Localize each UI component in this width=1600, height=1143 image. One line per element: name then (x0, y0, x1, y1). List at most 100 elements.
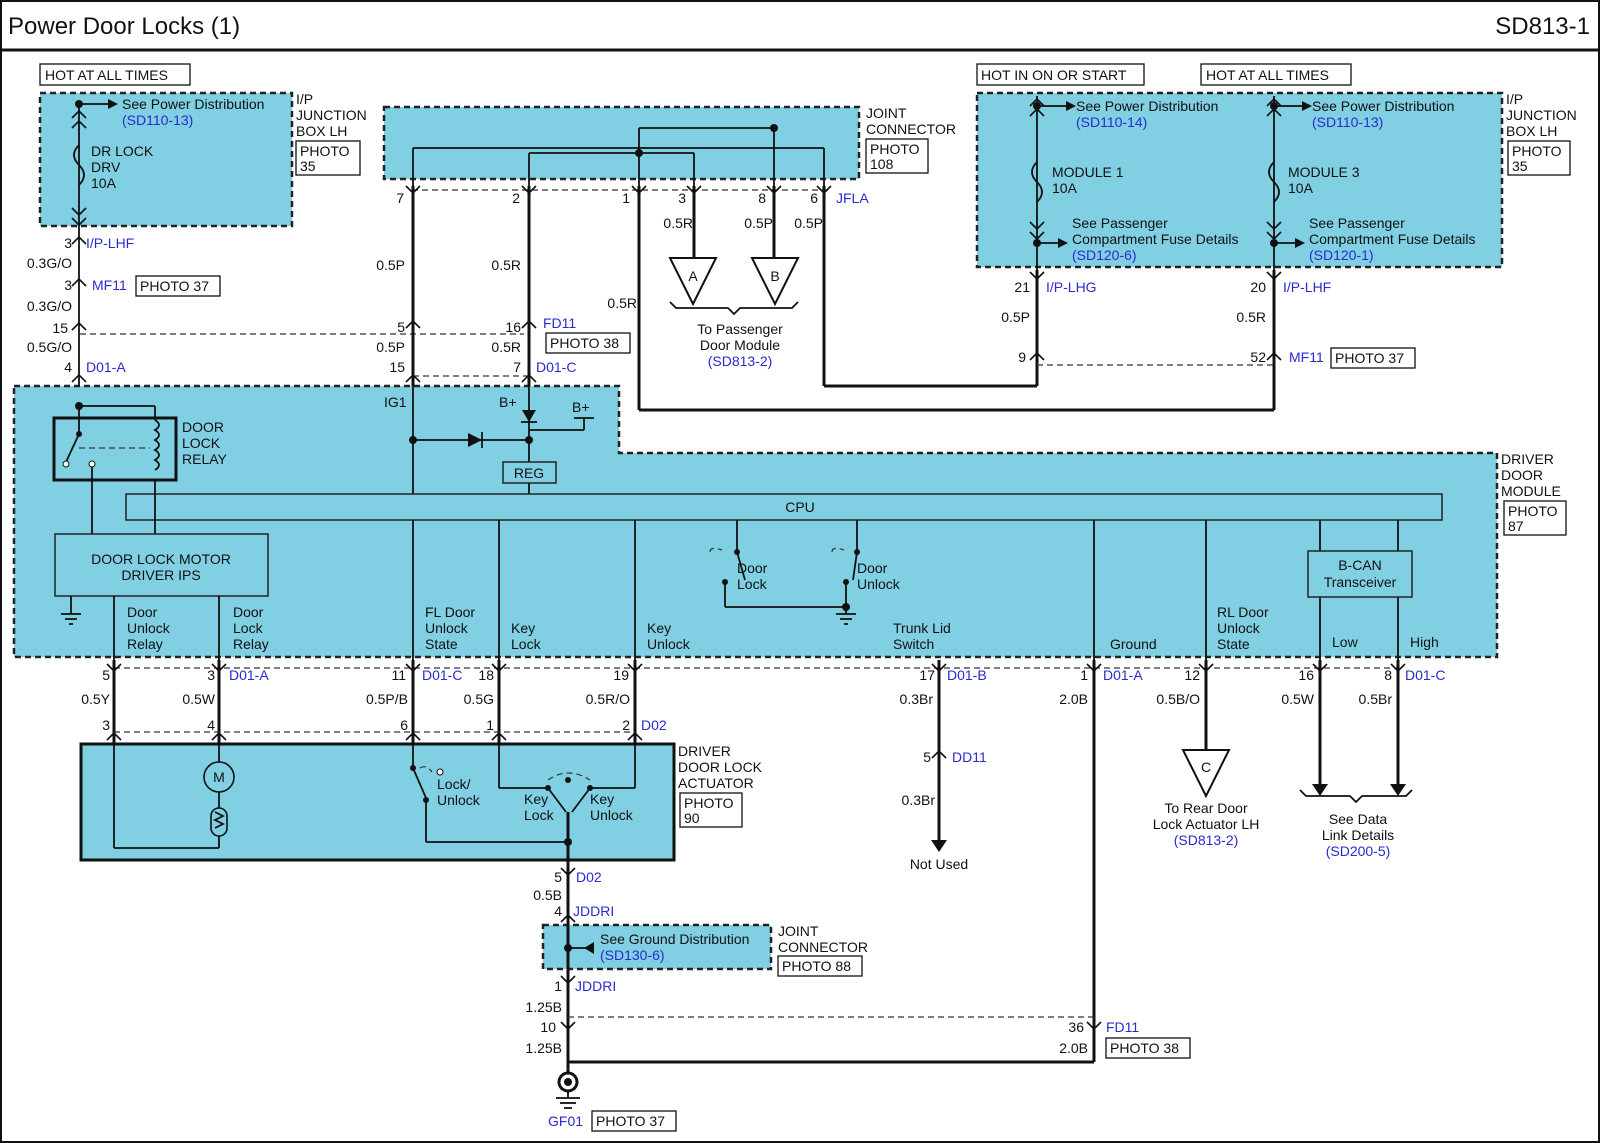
photo-tag: PHOTO 38 (550, 335, 619, 351)
wire-label: 0.5Br (1359, 691, 1393, 707)
ig1-label: IG1 (384, 394, 407, 410)
joint-connector-jfla (382, 105, 861, 181)
connector-a-icon (668, 257, 718, 307)
ip-jb-right-label-3: BOX LH (1506, 123, 1557, 139)
pin-chevron (766, 185, 782, 195)
wire-label: 0.5W (182, 691, 215, 707)
ip-junction-box-right (975, 91, 1504, 269)
photo-tag-num: 108 (870, 156, 894, 172)
wire-label: 1.25B (525, 999, 562, 1015)
pin-chevron (560, 913, 576, 923)
pin-number: 5 (397, 319, 405, 335)
wire-label: 0.3Br (902, 792, 936, 808)
wire-label: 0.5P (794, 215, 823, 231)
fuse-icon (73, 144, 85, 186)
pin-number: 18 (478, 667, 494, 683)
page-title: Power Door Locks (1) (8, 13, 240, 40)
pin-chevron (71, 119, 87, 129)
pin-number: 5 (923, 749, 931, 765)
signal-label-3: State (1217, 636, 1250, 652)
pin-number: 4 (64, 359, 72, 375)
photo-tag: PHOTO (870, 141, 920, 157)
photo-tag-num: 35 (300, 158, 316, 174)
cpu-block (125, 493, 1443, 521)
photo-tag: PHOTO (300, 143, 350, 159)
ref-sd130-6: (SD130-6) (600, 947, 665, 963)
see-ground-distribution: See Ground Distribution (600, 931, 749, 947)
pin-number: 21 (1014, 279, 1030, 295)
actuator-label-3: ACTUATOR (678, 775, 754, 791)
hot-at-all-times-left: HOT AT ALL TIMES (45, 67, 168, 83)
pin-number: 17 (919, 667, 935, 683)
pin-chevron (627, 731, 643, 741)
pin-number: 12 (1184, 667, 1200, 683)
door-lock-relay (52, 416, 178, 482)
joint-connector-jddri (541, 923, 773, 971)
bplus-label: B+ (572, 399, 590, 415)
wire-label: 0.5B (533, 887, 562, 903)
relay-label: DOOR (182, 419, 224, 435)
fuse-name: DR LOCK (91, 143, 154, 159)
pin-chevron (627, 663, 643, 673)
fuse-rating: 10A (1288, 180, 1314, 196)
connector-d01-c: D01-C (536, 359, 576, 375)
pin-chevron (1266, 107, 1282, 117)
pin-chevron (71, 217, 87, 227)
fuse-rating: 10A (1052, 180, 1078, 196)
connector-d01-a: D01-A (229, 667, 269, 683)
see-passenger-fuse: See Passenger (1072, 215, 1168, 231)
hot-at-all-times-right: HOT AT ALL TIMES (1206, 67, 1329, 83)
signal-label: FL Door (425, 604, 475, 620)
photo-tag: PHOTO 37 (1335, 350, 1404, 366)
photo-tag: PHOTO 37 (596, 1113, 665, 1129)
wire-label: 0.5G/O (27, 339, 72, 355)
pin-number: 20 (1250, 279, 1266, 295)
pin-number: 16 (505, 319, 521, 335)
ip-jb-label-3: BOX LH (296, 123, 347, 139)
pin-number: 3 (64, 277, 72, 293)
connector-b-icon (750, 257, 800, 307)
diode-icon (468, 433, 482, 447)
pin-chevron (1086, 663, 1102, 673)
hot-in-on-or-start: HOT IN ON OR START (981, 67, 1127, 83)
wire-label: 2.0B (1059, 1040, 1088, 1056)
relay-label-3: RELAY (182, 451, 228, 467)
signal-label: Door (233, 604, 264, 620)
pin-chevron (1029, 351, 1045, 361)
door-lock-motor-driver (54, 533, 269, 597)
pin-chevron (560, 975, 576, 985)
pin-chevron (106, 663, 122, 673)
bplus-label: B+ (499, 394, 517, 410)
joint-label-2: CONNECTOR (866, 121, 956, 137)
wire-label: 0.5P (744, 215, 773, 231)
pin-number: 9 (1018, 349, 1026, 365)
signal-label-2: Unlock (127, 620, 171, 636)
wire-label: 0.3G/O (27, 255, 72, 271)
connector-d02: D02 (576, 869, 602, 885)
pin-chevron (931, 749, 947, 759)
pin-number: 3 (678, 190, 686, 206)
photo-tag: PHOTO 88 (782, 958, 851, 974)
wire-label: 0.5G (464, 691, 494, 707)
cpu-label: CPU (785, 499, 815, 515)
pin-chevron (631, 185, 647, 195)
ref-sd200-5: (SD200-5) (1326, 843, 1391, 859)
pin-number: 15 (389, 359, 405, 375)
pin-number: 1 (622, 190, 630, 206)
pin-number: 8 (758, 190, 766, 206)
ref-sd120-1: (SD120-1) (1309, 247, 1374, 263)
fuse-name-2: DRV (91, 159, 121, 175)
pin-chevron (1266, 221, 1282, 231)
wire-label: 0.5R (491, 257, 521, 273)
connector-jddri: JDDRI (573, 903, 614, 919)
connector-c: C (1201, 759, 1211, 775)
photo-tag: PHOTO (684, 795, 734, 811)
connector-a: A (688, 268, 698, 284)
pin-number: 4 (554, 903, 562, 919)
actuator-label: DRIVER (678, 743, 731, 759)
pin-number: 36 (1068, 1019, 1084, 1035)
ip-jb-right-label-2: JUNCTION (1506, 107, 1577, 123)
door-lock-switch-2: Lock (737, 576, 768, 592)
wire-label: 0.5R (1236, 309, 1266, 325)
connector-jfla: JFLA (836, 190, 869, 206)
